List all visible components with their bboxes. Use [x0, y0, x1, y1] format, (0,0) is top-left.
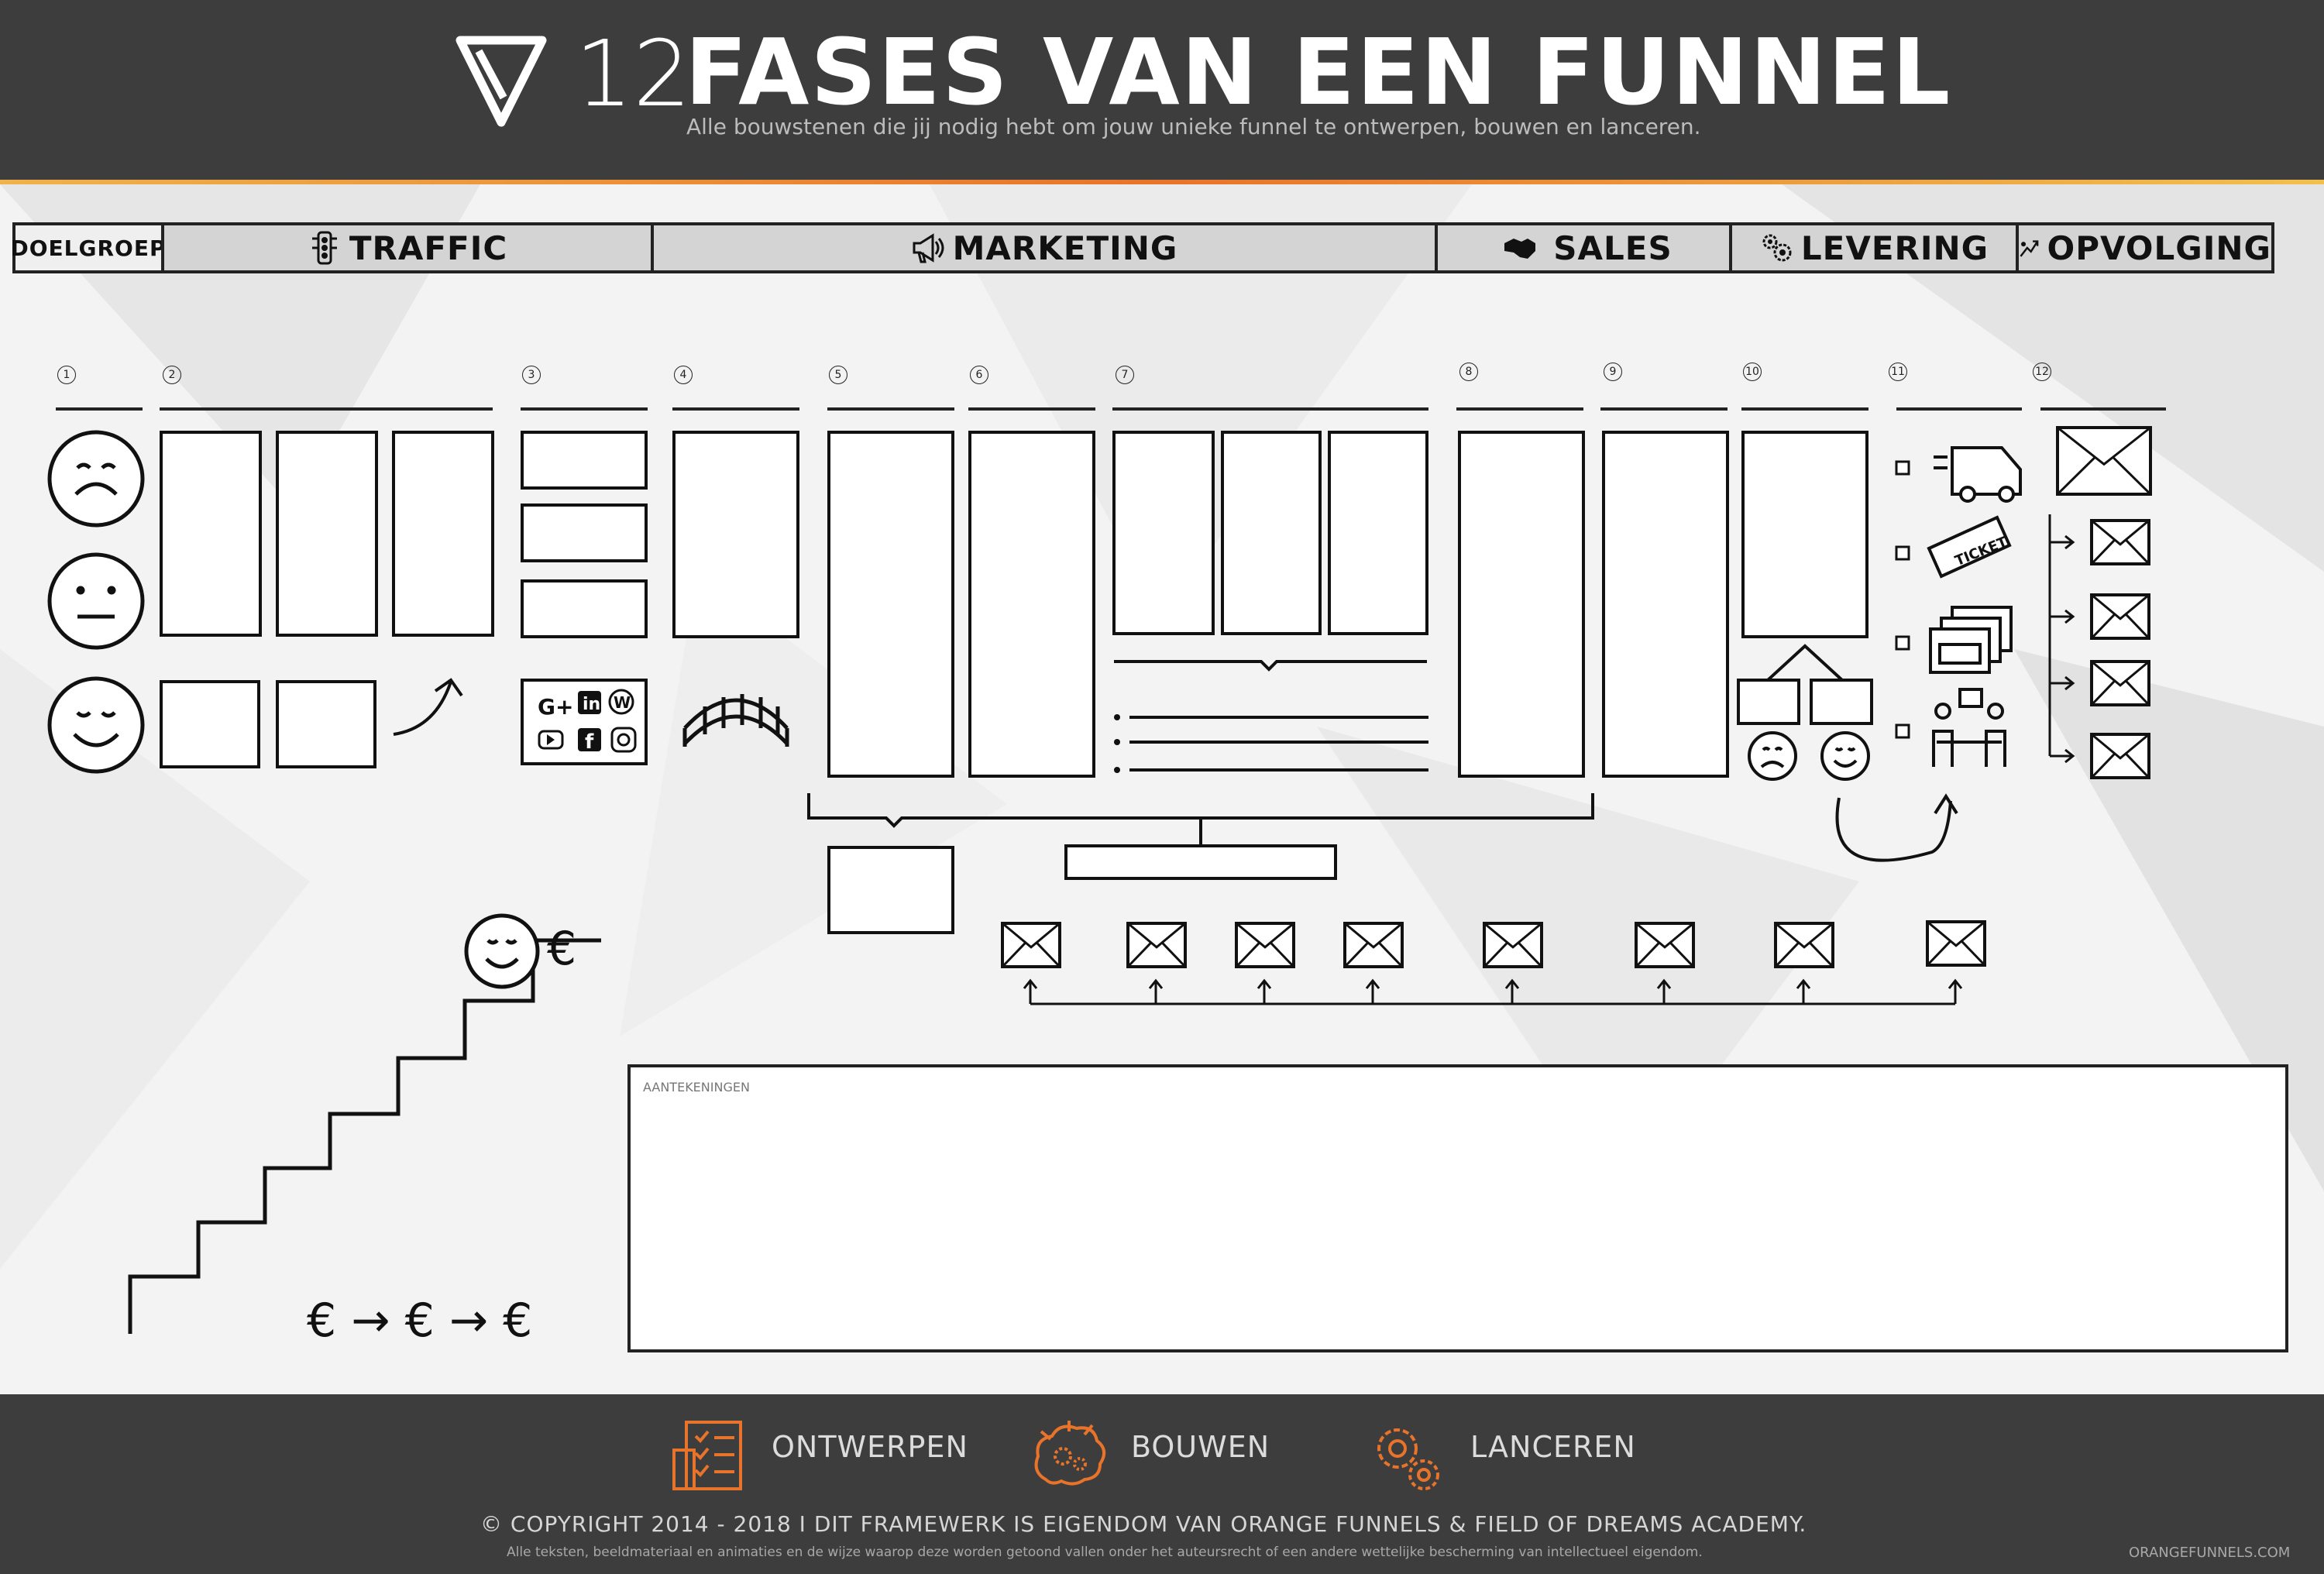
step-number: 2	[163, 366, 181, 384]
megaphone-icon	[913, 233, 944, 263]
phase-sales: SALES	[1435, 222, 1732, 273]
phase-traffic: TRAFFIC	[161, 222, 654, 273]
title-number: 12	[575, 20, 692, 127]
fine-print: Alle teksten, beeldmateriaal en animatie…	[507, 1545, 1703, 1560]
step-number: 8	[1459, 363, 1478, 381]
logo-triangle-icon	[456, 36, 547, 127]
copyright-body: COPYRIGHT 2014 - 2018 I DIT FRAMEWERK IS…	[510, 1511, 1807, 1537]
page-subtitle: Alle bouwstenen die jij nodig hebt om jo…	[686, 114, 1701, 139]
step-number: 9	[1604, 363, 1622, 381]
step-number: 1	[57, 366, 76, 384]
phase-label-sales: SALES	[1553, 229, 1673, 267]
footer-step-ontwerpen: ONTWERPEN	[772, 1430, 968, 1464]
phase-levering: LEVERING	[1729, 222, 2019, 273]
checklist-icon	[672, 1421, 742, 1490]
step-number: 7	[1116, 366, 1134, 384]
copyright-symbol: ©	[480, 1511, 503, 1537]
gears-icon	[1377, 1428, 1439, 1490]
phase-doelgroep: DOELGROEP	[10, 222, 167, 273]
phase-label-opvolging: OPVOLGING	[2047, 229, 2271, 267]
copyright-text: © COPYRIGHT 2014 - 2018 I DIT FRAMEWERK …	[480, 1511, 1807, 1537]
step-number: 6	[970, 366, 988, 384]
phase-label-marketing: MARKETING	[952, 229, 1178, 267]
handshake-icon	[1504, 239, 1536, 259]
euro-flow: € → € → €	[307, 1294, 533, 1348]
trend-arrow-icon	[2020, 240, 2039, 257]
footer-step-bouwen: BOUWEN	[1131, 1430, 1270, 1464]
step-number: 12	[2033, 363, 2051, 381]
header: 12 FASES VAN EEN FUNNEL Alle bouwstenen …	[0, 0, 2324, 180]
header-accent-line	[0, 180, 2324, 184]
phase-label-doelgroep: DOELGROEP	[10, 235, 167, 261]
phase-label-levering: LEVERING	[1800, 229, 1989, 267]
phase-label-traffic: TRAFFIC	[349, 229, 508, 267]
phase-marketing: MARKETING	[651, 222, 1438, 273]
gears-icon	[1762, 234, 1792, 262]
step-number: 10	[1743, 363, 1762, 381]
brain-gears-icon	[1034, 1421, 1106, 1486]
euro-sign: €	[547, 922, 577, 976]
step-number: 11	[1889, 363, 1907, 381]
notes-label: AANTEKENINGEN	[643, 1080, 750, 1095]
footer	[0, 1394, 2324, 1574]
site-link[interactable]: ORANGEFUNNELS.COM	[2129, 1545, 2291, 1561]
notes-area[interactable]: AANTEKENINGEN	[627, 1064, 2288, 1352]
step-number: 3	[522, 366, 541, 384]
traffic-light-icon	[311, 231, 337, 265]
footer-step-lanceren: LANCEREN	[1470, 1430, 1636, 1464]
page-title: FASES VAN EEN FUNNEL	[685, 19, 1952, 125]
step-number: 4	[674, 366, 693, 384]
step-number: 5	[829, 366, 847, 384]
phase-opvolging: OPVOLGING	[2016, 222, 2274, 273]
